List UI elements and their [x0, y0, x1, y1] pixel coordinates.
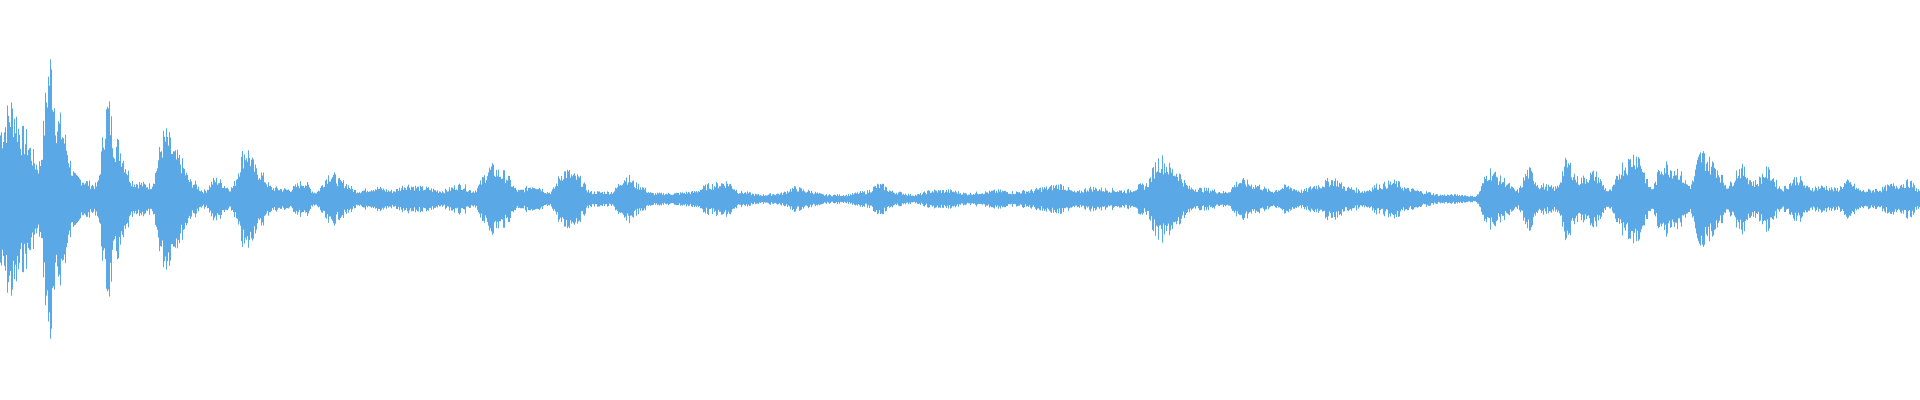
waveform-bars: [0, 59, 1920, 339]
waveform-path: [0, 59, 1920, 339]
